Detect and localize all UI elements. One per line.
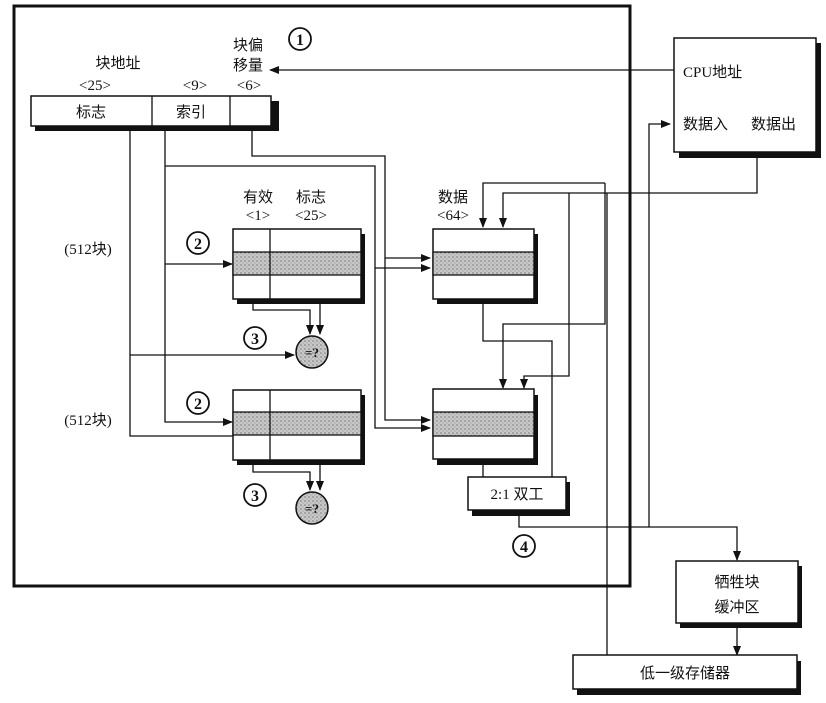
comparator-0-label: =? [305,345,319,360]
index-field-label: 索引 [176,103,206,121]
data-out-to-data-array-0-wire [499,155,758,228]
step-marker-1: 1 [288,27,312,51]
block-offset-label-2: 移量 [233,56,263,74]
lower-memory-label: 低一级存储器 [640,664,730,682]
cpu-data-out-label: 数据出 [751,115,796,133]
mux-label: 2:1 双工 [491,486,544,503]
lower-level-memory: 低一级存储器 [572,654,801,695]
wires [129,66,758,656]
cpu-address-label: CPU地址 [683,64,742,81]
comparator-0: =? [295,335,329,369]
index-to-tag-array-1-wire [164,128,233,426]
tag-label: 标志 [296,188,326,206]
svg-text:1: 1 [296,32,304,49]
data-array-bank-1 [432,388,538,465]
svg-text:3: 3 [251,488,259,505]
data-label: 数据 [438,188,468,206]
step-marker-3b: 3 [243,483,267,507]
tag-array-bank-0 [232,228,365,304]
valid-label: 有效 [243,188,273,206]
comparator-1: =? [295,491,329,525]
index-to-data-array-1-wire [165,165,431,432]
step-marker-2a: 2 [186,231,210,255]
step-marker-4: 4 [512,534,536,558]
feed-to-data-array-1-b-wire [499,183,606,389]
cache-boundary [12,4,632,588]
data-out-to-data-array-1-wire [520,193,570,389]
data-array-bank-0 [432,228,538,304]
cpu-data-in-label: 数据入 [683,115,728,133]
mux-to-victim-buffer-wire [518,513,741,561]
tag-bits-header: <25> [295,208,327,224]
victim-buffer-label-1: 牺牲块 [714,573,759,591]
victim-buffer-label-2: 缓冲区 [714,598,759,616]
svg-text:4: 4 [520,539,528,556]
bank-0-size-label: (512块) [64,241,112,258]
tag-array-bank-1 [232,389,365,465]
bank-1-size-label: (512块) [64,412,112,429]
svg-text:2: 2 [194,236,202,253]
mux: 2:1 双工 [467,476,570,516]
tag-bits-label: <25> [79,78,111,94]
data-bits-label: <64> [437,208,469,224]
block-offset-label-1: 块偏 [233,36,263,54]
address-register: 标志 索引 [30,95,279,131]
index-bits-label: <9> [183,78,207,94]
valid-bits-label: <1> [246,208,270,224]
block-address-label: 块地址 [95,54,140,72]
offset-bits-label: <6> [237,78,261,94]
step-marker-3a: 3 [243,326,267,350]
victim-buffer: 牺牲块 缓冲区 [675,560,802,628]
step-marker-2b: 2 [186,391,210,415]
data-array-0-to-mux-wire [482,275,553,477]
feed-to-data-array-0-wire [479,182,605,228]
offset-to-data-array-1-wire [251,128,431,424]
tag-field-label: 标志 [76,103,106,121]
comparator-1-label: =? [305,501,319,516]
svg-text:2: 2 [194,396,202,413]
cpu-box: CPU地址 数据入 数据出 [673,37,821,158]
svg-text:3: 3 [251,331,259,348]
mux-to-cpu-data-in-wire [648,120,671,527]
